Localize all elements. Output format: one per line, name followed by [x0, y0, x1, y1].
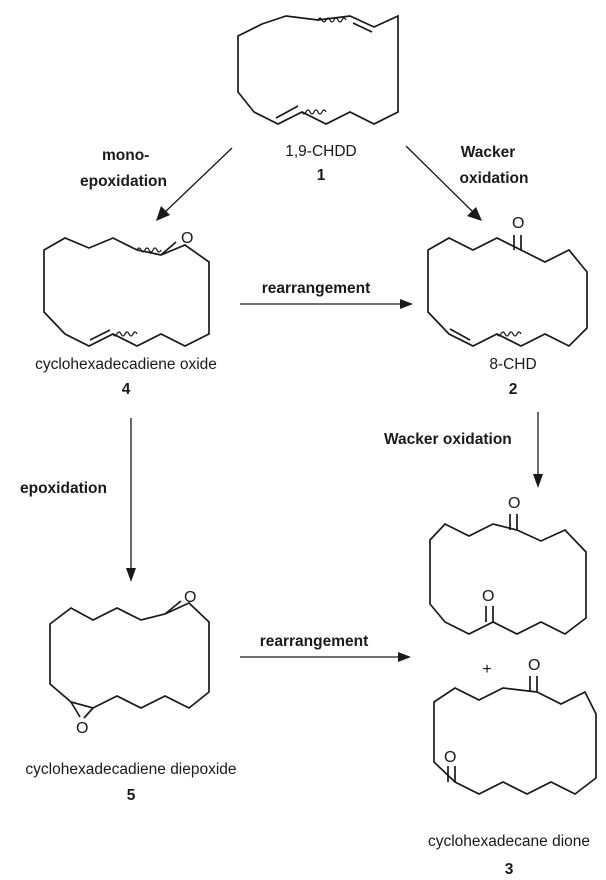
arrow-5-to-3	[240, 652, 411, 662]
arrow-4-to-5	[126, 418, 136, 582]
compound-3-number: 3	[505, 861, 514, 878]
reaction-mono-epoxidation-line2: epoxidation	[80, 173, 167, 190]
reaction-mono-epoxidation-line1: mono-	[102, 147, 149, 164]
arrow-2-to-3	[533, 412, 543, 488]
arrow-1-to-4	[156, 147, 233, 221]
reaction-rearrangement-top: rearrangement	[262, 280, 371, 297]
compound-3-name: cyclohexadecane dione	[428, 833, 590, 850]
compound-2-number: 2	[509, 381, 518, 398]
reaction-wacker-top-line1: Wacker	[461, 144, 516, 161]
molecule-3a	[429, 514, 587, 635]
oxygen-label-3a-top: O	[508, 495, 520, 512]
compound-5-name: cyclohexadecadiene diepoxide	[25, 761, 236, 778]
molecule-3b	[433, 676, 597, 795]
arrow-1-to-2	[405, 145, 482, 221]
compound-1-name: 1,9-CHDD	[285, 143, 356, 160]
oxygen-label-2: O	[512, 215, 524, 232]
oxygen-label-3a-bottom: O	[482, 588, 494, 605]
reaction-rearrangement-bottom: rearrangement	[260, 633, 369, 650]
oxygen-label-4: O	[181, 230, 193, 247]
reaction-epoxidation: epoxidation	[20, 480, 107, 497]
molecule-1	[237, 14, 399, 125]
reaction-wacker-top-line2: oxidation	[460, 170, 529, 187]
compound-5-number: 5	[127, 787, 136, 804]
compound-2-name: 8-CHD	[489, 356, 536, 373]
compound-4-name: cyclohexadecadiene oxide	[35, 356, 217, 373]
compound-1-number: 1	[317, 167, 326, 184]
reaction-wacker-right: Wacker oxidation	[384, 431, 512, 448]
oxygen-label-3b-bottom: O	[444, 749, 456, 766]
oxygen-label-3b-top: O	[528, 657, 540, 674]
molecule-5	[49, 600, 210, 719]
oxygen-label-5-top: O	[184, 589, 196, 606]
plus-sign: +	[482, 661, 491, 678]
oxygen-label-5-bottom: O	[76, 720, 88, 737]
molecule-2	[427, 235, 588, 348]
molecule-4	[43, 237, 210, 347]
compound-4-number: 4	[122, 381, 131, 398]
arrow-4-to-2	[240, 299, 413, 309]
